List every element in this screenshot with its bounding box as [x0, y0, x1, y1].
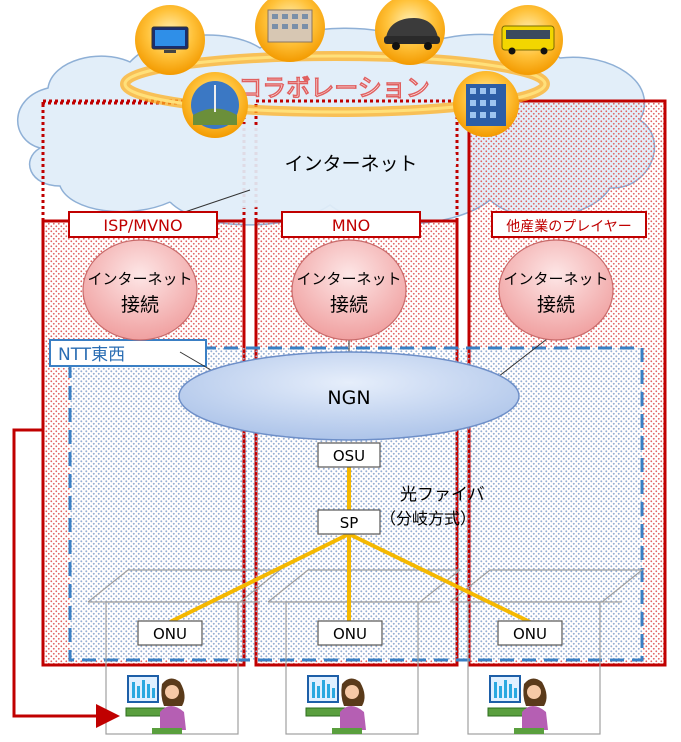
- user-pc-icon-right: [487, 675, 548, 734]
- isp-to-user-arrow: [12, 428, 120, 728]
- sp-label: SP: [340, 514, 359, 532]
- ntt-label: NTT東西: [58, 345, 125, 365]
- onu-box-left: [137, 620, 203, 646]
- connection-circle-mno: インターネット 接続: [291, 239, 407, 341]
- collaboration-label: コラボレーション: [238, 74, 430, 102]
- connection-circle-isp: インターネット 接続: [82, 239, 198, 341]
- power-plant-icon: [182, 72, 248, 138]
- ngn-ellipse: [178, 351, 520, 441]
- mno-label-box: [281, 211, 421, 238]
- onu-label-right: ONU: [513, 625, 547, 643]
- tv-icon: [135, 5, 205, 75]
- onu-label-left: ONU: [153, 625, 187, 643]
- internet-label: インターネット: [284, 153, 417, 175]
- ntt-label-box: [49, 339, 207, 367]
- isp-mvno-label-box: [68, 211, 218, 238]
- car-icon: [375, 0, 445, 65]
- connection-isp-line1: インターネット: [87, 270, 192, 288]
- other-industry-label: 他産業のプレイヤー: [506, 219, 632, 235]
- user-pc-icon-center: [305, 675, 366, 734]
- hospital-icon: [255, 0, 325, 62]
- osu-label: OSU: [333, 447, 365, 465]
- mno-label: MNO: [332, 216, 370, 235]
- house-left: [87, 569, 282, 735]
- connection-other-line2: 接続: [537, 294, 575, 316]
- sp-box: [317, 509, 381, 535]
- onu-box-right: [497, 620, 563, 646]
- connection-mno-line1: インターネット: [296, 270, 401, 288]
- fiber-lines: [169, 462, 531, 624]
- other-industry-label-box: [491, 211, 647, 238]
- connection-isp-line2: 接続: [121, 294, 159, 316]
- connection-mno-line2: 接続: [330, 294, 368, 316]
- connection-other-line1: インターネット: [503, 270, 608, 288]
- ngn-label: NGN: [327, 387, 370, 409]
- osu-box: [317, 442, 381, 468]
- fiber-label-line1: 光ファイバ: [400, 485, 485, 505]
- building-icon: [453, 71, 519, 137]
- cloud-overlap: [130, 117, 457, 218]
- isp-mvno-label: ISP/MVNO: [103, 216, 182, 235]
- connection-circle-other: インターネット 接続: [498, 239, 614, 341]
- onu-box-center: [317, 620, 383, 646]
- bus-icon: [493, 5, 563, 75]
- user-pc-icon-left: [125, 675, 186, 734]
- onu-label-center: ONU: [333, 625, 367, 643]
- fiber-label-line2: （分岐方式）: [380, 509, 476, 528]
- collaboration-ring-highlight: [123, 54, 547, 114]
